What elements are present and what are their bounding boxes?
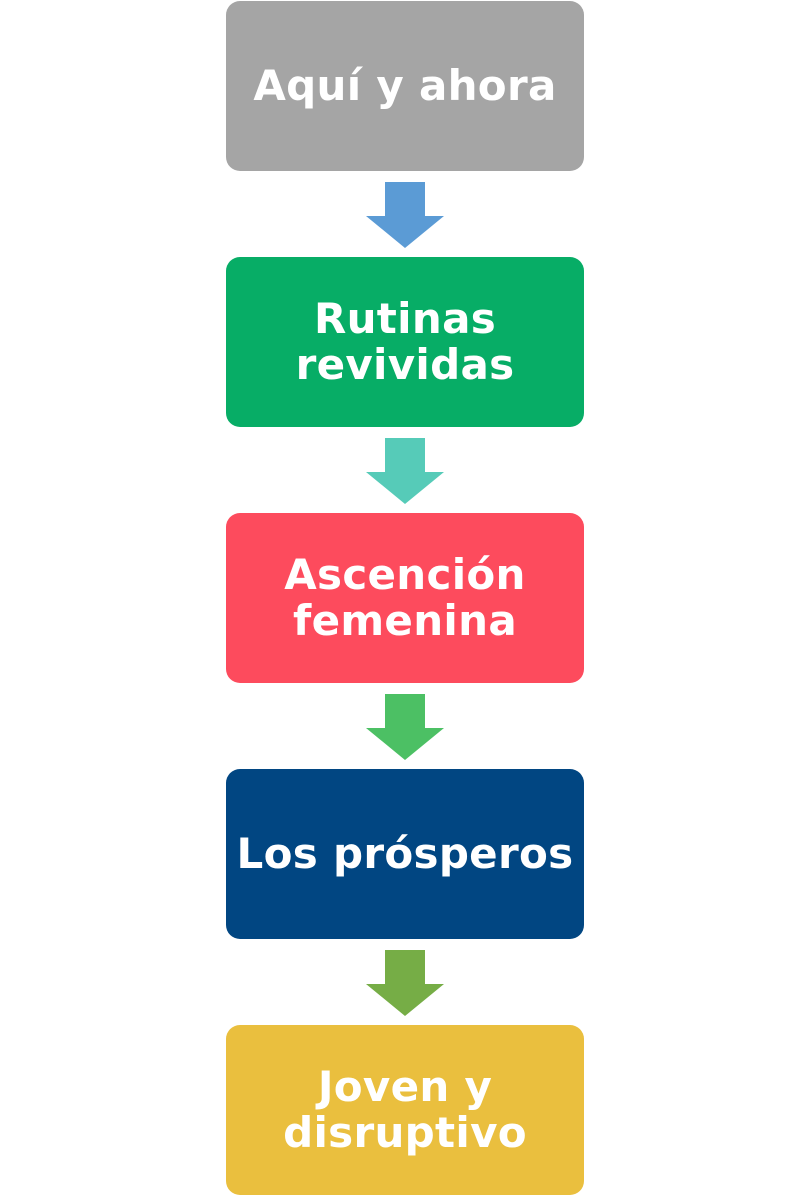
step-label-5: Joven y disruptivo <box>283 1062 527 1157</box>
step-label-4: Los prósperos <box>236 829 574 878</box>
step-box-1: Aquí y ahora <box>226 1 584 171</box>
arrow-down-icon <box>366 950 444 1016</box>
step-box-3: Ascención femenina <box>226 513 584 683</box>
arrow-shape <box>366 694 444 760</box>
step-label-3: Ascención femenina <box>284 550 526 645</box>
arrow-down-icon <box>366 694 444 760</box>
step-label-2: Rutinas revividas <box>295 294 515 389</box>
arrow-down-icon <box>366 182 444 248</box>
step-box-5: Joven y disruptivo <box>226 1025 584 1195</box>
arrow-shape <box>366 182 444 248</box>
step-box-4: Los prósperos <box>226 769 584 939</box>
arrow-shape <box>366 950 444 1016</box>
arrow-down-icon <box>366 438 444 504</box>
step-label-1: Aquí y ahora <box>253 61 557 110</box>
arrow-shape <box>366 438 444 504</box>
step-box-2: Rutinas revividas <box>226 257 584 427</box>
